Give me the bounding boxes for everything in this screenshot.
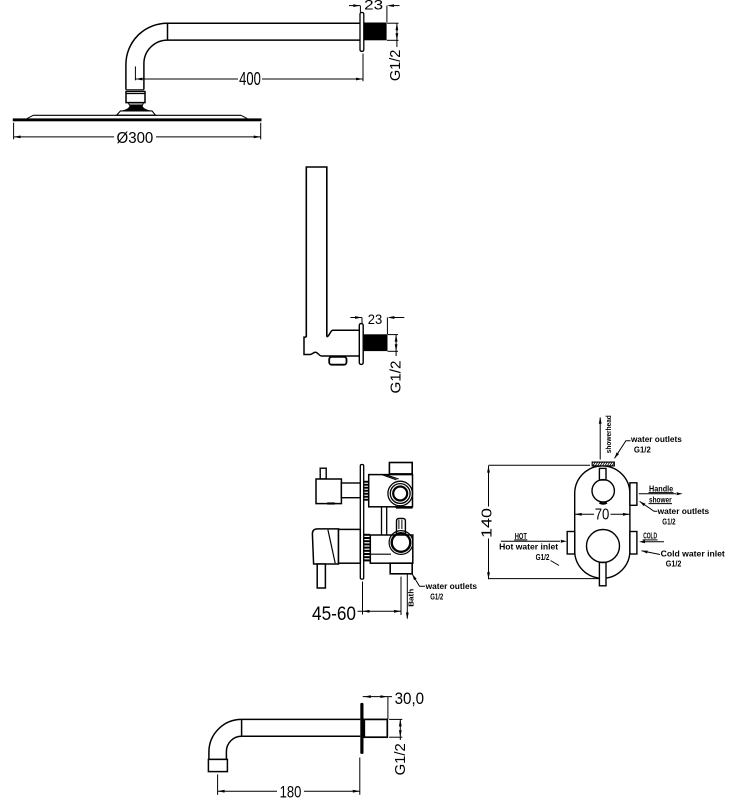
svg-text:180: 180 — [280, 784, 302, 800]
svg-text:400: 400 — [239, 69, 261, 89]
svg-text:water outlets: water outlets — [657, 507, 710, 516]
svg-text:Handle: Handle — [649, 484, 674, 493]
svg-text:Ø300: Ø300 — [117, 130, 154, 147]
svg-text:showerhead: showerhead — [606, 415, 613, 453]
svg-text:70: 70 — [595, 506, 610, 523]
svg-text:HOT: HOT — [515, 532, 527, 541]
svg-text:G1/2: G1/2 — [634, 446, 651, 455]
svg-text:30,0: 30,0 — [395, 689, 425, 708]
svg-text:G1/2: G1/2 — [430, 592, 444, 601]
svg-text:water outlets: water outlets — [425, 582, 478, 591]
svg-text:23: 23 — [364, 0, 383, 13]
svg-text:45-60: 45-60 — [312, 603, 356, 625]
svg-text:G1/2: G1/2 — [666, 560, 682, 569]
svg-text:23: 23 — [368, 311, 383, 327]
svg-text:G1/2: G1/2 — [393, 743, 409, 775]
svg-text:G1/2: G1/2 — [536, 553, 550, 562]
svg-text:COLD: COLD — [643, 532, 657, 541]
svg-text:shower: shower — [649, 495, 672, 504]
svg-text:Hot water inlet: Hot water inlet — [499, 542, 558, 551]
svg-text:G1/2: G1/2 — [388, 50, 404, 82]
svg-text:Cold water inlet: Cold water inlet — [661, 549, 726, 558]
svg-text:140: 140 — [479, 508, 495, 538]
svg-text:water outlets: water outlets — [630, 435, 682, 444]
svg-text:G1/2: G1/2 — [662, 518, 676, 527]
svg-text:G1/2: G1/2 — [389, 361, 405, 394]
svg-text:Bath: Bath — [407, 588, 416, 606]
